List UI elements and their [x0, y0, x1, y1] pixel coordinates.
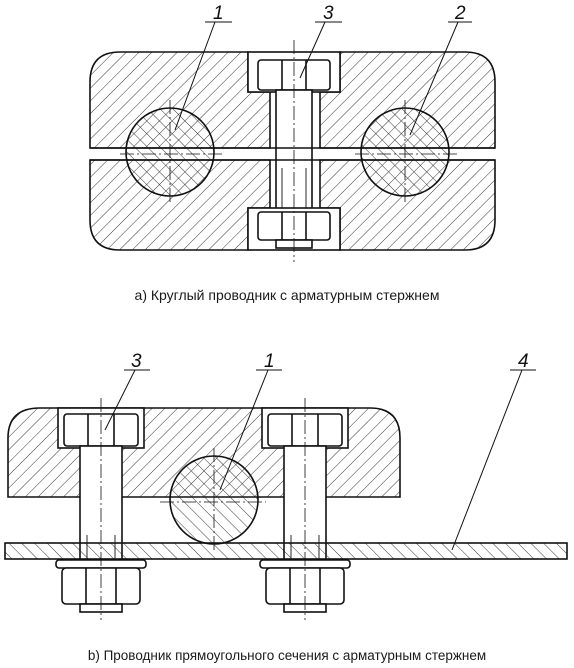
- leader-b-3: [104, 369, 136, 431]
- label-a-1: 1: [213, 3, 224, 24]
- leader-b-4: [451, 369, 523, 551]
- leader-3: [299, 21, 326, 79]
- caption-a: a) Круглый проводник с арматурным стержн…: [134, 287, 440, 303]
- leader-2: [409, 21, 459, 136]
- caption-b: b) Проводник прямоугольного сечения с ар…: [87, 648, 487, 663]
- label-b-4: 4: [518, 351, 529, 372]
- diagram-a: [89, 21, 496, 262]
- diagram-a-labels: 1 3 2: [213, 3, 466, 24]
- leader-b-1: [219, 369, 269, 491]
- label-a-2: 2: [454, 3, 466, 24]
- label-b-1: 1: [264, 351, 275, 372]
- diagram-b: [4, 369, 568, 620]
- diagram-b-labels: 3 1 4: [131, 351, 529, 372]
- flat-bar-conductor: [4, 542, 568, 560]
- leader-1: [174, 21, 216, 131]
- label-a-3: 3: [323, 3, 334, 24]
- label-b-3: 3: [131, 351, 142, 372]
